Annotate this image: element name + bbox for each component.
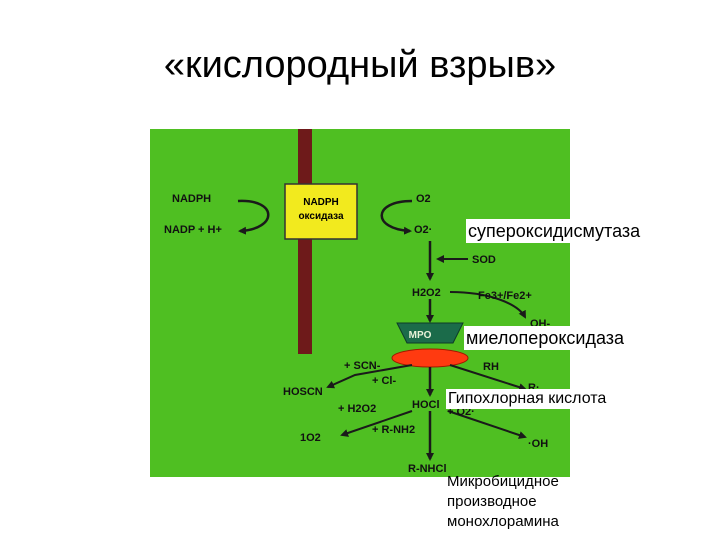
monochloramine-caption: Микробицидное производное монохлорамина xyxy=(447,472,559,532)
nadph-arrow xyxy=(237,199,270,235)
sod-overlay-label: супероксидисмутаза xyxy=(466,219,643,243)
h2o2-text: H2O2 xyxy=(412,287,441,299)
oh-radical-text: ·OH xyxy=(528,438,548,450)
to-singlet-o2-arrow xyxy=(340,410,413,437)
fenton-arrow xyxy=(449,291,526,319)
diagram-panel: NADPH оксидаза MPO NADPH xyxy=(150,129,570,477)
caption-line-1: Микробицидное xyxy=(447,473,559,490)
fe-text: Fe3+/Fe2+ xyxy=(478,290,532,302)
hoscn-text: HOSCN xyxy=(283,386,323,398)
page-title: «кислородный взрыв» xyxy=(163,44,557,86)
mpo-enzyme xyxy=(396,322,464,344)
nadp-text: NADP + H+ xyxy=(164,224,222,236)
singlet-o2-text: 1O2 xyxy=(300,432,321,444)
mpo-label: MPO xyxy=(409,330,432,341)
h2o2-plus-text: + H2O2 xyxy=(338,403,376,415)
scn-arrow xyxy=(326,364,413,389)
o2-arrow xyxy=(380,199,413,235)
o2-radical-text: O2· xyxy=(414,224,432,236)
hocl-overlay-label: Гипохлорная кислота xyxy=(446,389,609,409)
heme-group xyxy=(391,348,469,368)
o2-text: O2 xyxy=(416,193,431,205)
scn-text: + SCN- xyxy=(344,360,381,372)
rh-text: RH xyxy=(483,361,499,373)
caption-line-2: производное xyxy=(447,493,537,510)
o2-plus-text: + O2· xyxy=(447,406,475,418)
nadph-oxidase-line2: оксидаза xyxy=(298,211,344,222)
nadph-oxidase-line1: NADPH xyxy=(303,197,339,208)
nadph-text: NADPH xyxy=(172,193,211,205)
cl-text: + Cl- xyxy=(372,375,396,387)
rh-arrow xyxy=(449,364,527,391)
r-nh2-text: + R-NH2 xyxy=(372,424,415,436)
to-oh-radical-arrow xyxy=(447,410,527,439)
oxygen-burst-diagram: NADPH оксидаза MPO NADPH xyxy=(164,129,551,475)
r-radical-text: R· xyxy=(528,382,540,394)
mpo-overlay-label: миелопероксидаза xyxy=(464,326,627,350)
r-nhcl-text: R-NHCl xyxy=(408,463,447,475)
nadph-oxidase-box xyxy=(284,183,358,240)
hocl-text: HOCl xyxy=(412,399,440,411)
caption-line-3: монохлорамина xyxy=(447,513,559,530)
membrane-bar xyxy=(298,129,312,354)
sod-text: SOD xyxy=(472,254,496,266)
